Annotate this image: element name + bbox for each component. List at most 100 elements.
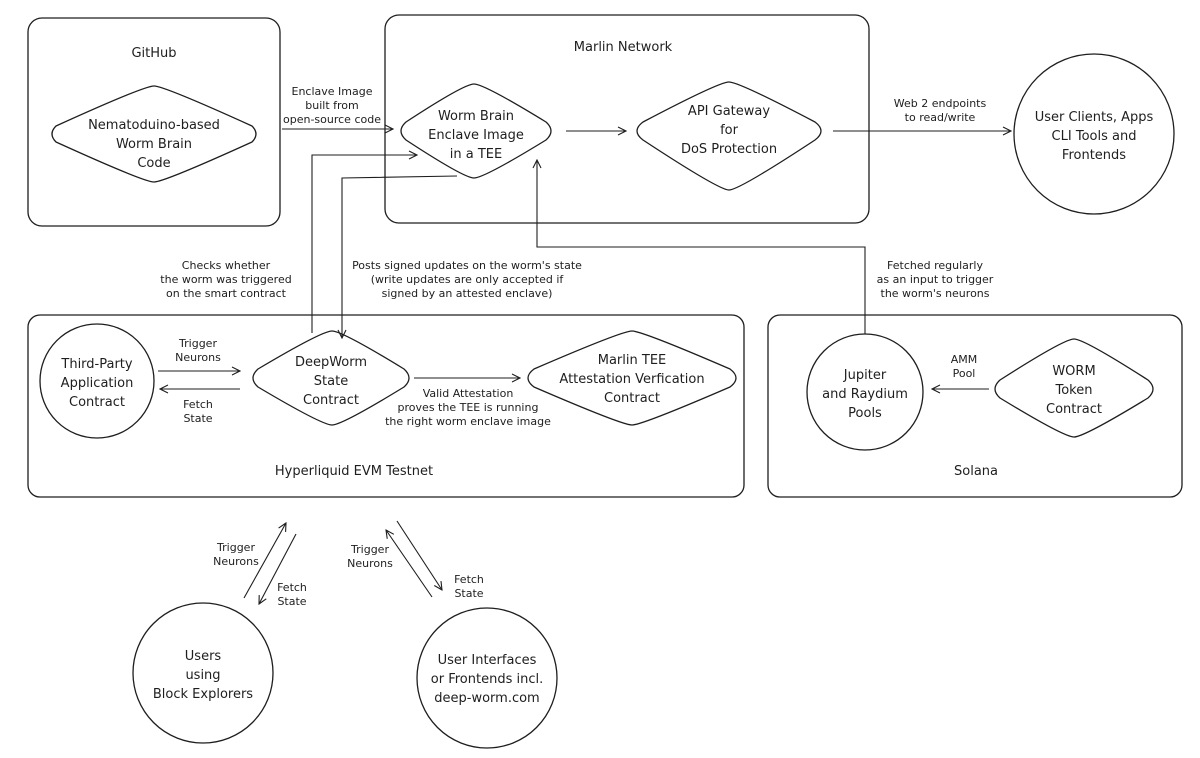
diamond-worm-token	[994, 338, 1154, 438]
label-trigger-neurons-1: Trigger Neurons	[175, 337, 221, 364]
third-party-line-1: Third-Party	[60, 357, 133, 372]
label-posts-signed-updates: Posts signed updates on the worm's state…	[352, 259, 582, 300]
label-amm-pool: AMM Pool	[951, 353, 978, 380]
marlin-network-title: Marlin Network	[574, 40, 673, 55]
valid-label-3: the right worm enclave image	[385, 415, 551, 428]
label-fetch-state-3: Fetch State	[454, 573, 484, 600]
diamond-deepworm	[252, 330, 410, 426]
marlin-network-box	[384, 14, 870, 224]
users-explorers-line-2: using	[185, 668, 220, 683]
edge-users-trigger	[243, 523, 286, 599]
label-fetch-state-2: Fetch State	[277, 581, 307, 608]
node-jupiter-raydium: Jupiter and Raydium Pools	[806, 333, 924, 451]
group-marlin-network: Marlin Network	[384, 14, 870, 224]
node-user-interfaces: User Interfaces or Frontends incl. deep-…	[416, 607, 558, 749]
diamond-marlin-tee	[527, 330, 737, 426]
posts-label-1: Posts signed updates on the worm's state	[352, 259, 582, 272]
label-web2-endpoints: Web 2 endpoints to read/write	[894, 97, 987, 124]
label-checks-trigger: Checks whether the worm was triggered on…	[160, 259, 291, 300]
clients-line-3: Frontends	[1062, 148, 1126, 163]
label-trigger-neurons-3: Trigger Neurons	[347, 543, 393, 570]
hyperliquid-box	[27, 314, 745, 498]
worm-code-line-1: Nematoduino-based	[88, 118, 220, 133]
edge-users-fetch	[259, 533, 297, 604]
node-worm-token: WORM Token Contract	[994, 338, 1154, 438]
worm-code-line-3: Code	[137, 156, 170, 171]
third-party-line-2: Application	[61, 376, 134, 391]
deepworm-line-3: Contract	[303, 393, 359, 408]
github-box	[27, 17, 281, 227]
gateway-line-1: API Gateway	[688, 104, 770, 119]
node-user-clients: User Clients, Apps CLI Tools and Fronten…	[1013, 53, 1175, 215]
checks-label-3: on the smart contract	[166, 287, 287, 300]
edge-deepworm-checks-enclave	[311, 155, 417, 333]
web2-label-1: Web 2 endpoints	[894, 97, 987, 110]
label-fetched-regularly: Fetched regularly as an input to trigger…	[877, 259, 994, 300]
gateway-line-2: for	[720, 123, 739, 138]
clients-line-1: User Clients, Apps	[1035, 110, 1154, 125]
diamond-api-gateway	[636, 81, 822, 191]
fetch-1-line-2: State	[183, 412, 212, 425]
jupiter-line-1: Jupiter	[843, 368, 887, 383]
label-enclave-image-built: Enclave Image built from open-source cod…	[283, 85, 381, 126]
solana-box	[767, 314, 1183, 498]
worm-token-line-2: Token	[1055, 383, 1093, 398]
node-deepworm: DeepWorm State Contract	[252, 330, 410, 426]
worm-code-line-2: Worm Brain	[116, 137, 192, 152]
marlin-tee-line-3: Contract	[604, 391, 660, 406]
diamond-worm-brain-code	[51, 85, 257, 183]
node-worm-brain-code: Nematoduino-based Worm Brain Code	[51, 85, 257, 183]
node-enclave-image: Worm Brain Enclave Image in a TEE	[400, 83, 552, 179]
deepworm-line-1: DeepWorm	[295, 355, 367, 370]
trigger-3-line-2: Neurons	[347, 557, 393, 570]
group-github: GitHub	[27, 17, 281, 227]
user-interfaces-line-3: deep-worm.com	[434, 691, 539, 706]
posts-label-2: (write updates are only accepted if	[371, 273, 565, 286]
jupiter-line-3: Pools	[848, 406, 882, 421]
solana-title: Solana	[954, 464, 998, 479]
trigger-3-line-1: Trigger	[350, 543, 389, 556]
third-party-line-3: Contract	[69, 395, 125, 410]
group-hyperliquid: Hyperliquid EVM Testnet	[27, 314, 745, 498]
label-trigger-neurons-2: Trigger Neurons	[213, 541, 259, 568]
fetched-label-3: the worm's neurons	[881, 287, 990, 300]
users-explorers-line-1: Users	[185, 649, 222, 664]
trigger-2-line-1: Trigger	[216, 541, 255, 554]
circle-user-clients	[1013, 53, 1175, 215]
amm-label-2: Pool	[953, 367, 976, 380]
checks-label-2: the worm was triggered	[160, 273, 291, 286]
trigger-1-line-2: Neurons	[175, 351, 221, 364]
trigger-1-line-1: Trigger	[178, 337, 217, 350]
enclave-line-3: in a TEE	[450, 147, 502, 162]
users-explorers-line-3: Block Explorers	[153, 687, 253, 702]
marlin-tee-line-2: Attestation Verfication	[559, 372, 704, 387]
fetch-1-line-1: Fetch	[183, 398, 213, 411]
fetch-2-line-2: State	[277, 595, 306, 608]
node-users-block-explorers: Users using Block Explorers	[132, 602, 274, 744]
fetch-3-line-2: State	[454, 587, 483, 600]
edge-enclave-posts-deepworm	[342, 175, 458, 338]
node-marlin-tee: Marlin TEE Attestation Verfication Contr…	[527, 330, 737, 426]
label-fetch-state-1: Fetch State	[183, 398, 213, 425]
enclave-image-label-1: Enclave Image	[292, 85, 373, 98]
edge-interfaces-trigger	[386, 530, 433, 598]
circle-users-block-explorers	[132, 602, 274, 744]
node-api-gateway: API Gateway for DoS Protection	[636, 81, 822, 191]
diamond-enclave-image	[400, 83, 552, 179]
group-solana: Solana	[767, 314, 1183, 498]
edge-pools-fetched-enclave	[537, 160, 866, 334]
circle-third-party	[39, 323, 155, 439]
enclave-line-1: Worm Brain	[438, 109, 514, 124]
worm-token-line-3: Contract	[1046, 402, 1102, 417]
circle-user-interfaces	[416, 607, 558, 749]
github-title: GitHub	[131, 46, 176, 61]
user-interfaces-line-2: or Frontends incl.	[431, 672, 543, 687]
marlin-tee-line-1: Marlin TEE	[598, 353, 667, 368]
amm-label-1: AMM	[951, 353, 978, 366]
fetch-3-line-1: Fetch	[454, 573, 484, 586]
hyperliquid-title: Hyperliquid EVM Testnet	[275, 464, 433, 479]
valid-label-1: Valid Attestation	[423, 387, 514, 400]
user-interfaces-line-1: User Interfaces	[438, 653, 537, 668]
enclave-image-label-3: open-source code	[283, 113, 381, 126]
